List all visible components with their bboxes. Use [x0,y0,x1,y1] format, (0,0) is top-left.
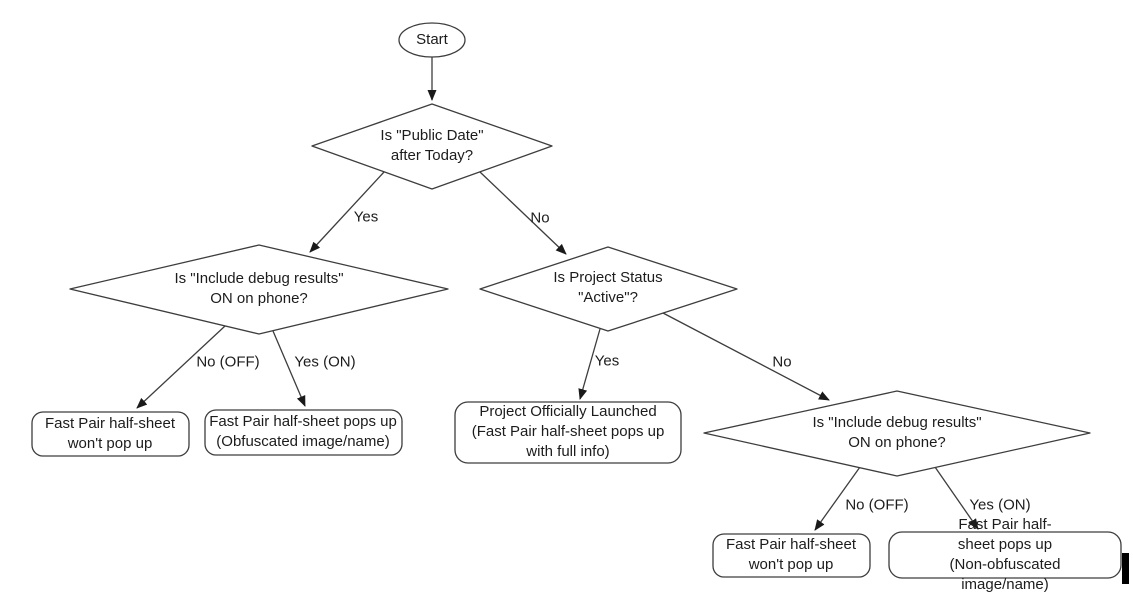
start-node-label: Start [416,31,448,48]
decision-public-date-label: Is "Public Date" after Today? [380,127,484,164]
result-no-popup-right-shape [712,533,871,578]
decision-public-date-shape [311,103,553,190]
result-launched-shape [454,401,682,464]
text-cursor [1122,553,1129,584]
result-no-popup-left-label: Fast Pair half-sheet won't pop up [44,415,176,452]
edge-debug-right-yes [934,466,979,530]
result-no-popup-left-shape [31,411,190,457]
result-launched-label: Project Officially Launched (Fast Pair h… [471,403,665,460]
edge-label-project-status-yes: Yes [594,352,620,370]
edge-debug-right-no [814,466,861,531]
edge-label-debug-right-no: No (OFF) [845,496,909,514]
edge-label-project-status-no: No [772,353,792,371]
decision-debug-right-shape [703,390,1091,477]
result-non-obfuscated-shape [888,531,1122,579]
edge-label-public-date-yes: Yes [353,208,379,226]
decision-project-status-shape [479,246,738,332]
edge-project-status-no [662,312,830,401]
start-node-shape [398,22,466,58]
edge-label-public-date-no: No [530,209,550,227]
edge-debug-left-no [136,325,226,409]
decision-debug-left-label: Is "Include debug results" ON on phone? [174,270,344,307]
result-non-obfuscated-label: Fast Pair half-sheet pops up (Non-obfusc… [949,516,1061,593]
edge-label-debug-left-no: No (OFF) [196,353,260,371]
edge-project-status-yes [578,328,601,400]
edge-public-date-no [479,171,567,255]
decision-debug-left-shape [69,244,449,335]
edge-public-date-yes [309,171,385,253]
result-obfuscated-shape [204,409,403,456]
edge-label-debug-left-yes: Yes (ON) [294,353,356,371]
result-obfuscated-label: Fast Pair half-sheet pops up (Obfuscated… [209,413,397,450]
result-no-popup-right-label: Fast Pair half-sheet won't pop up [725,536,857,573]
edge-label-debug-right-yes: Yes (ON) [969,496,1031,514]
edge-debug-left-yes [272,330,306,407]
decision-project-status-label: Is Project Status "Active"? [553,269,663,306]
decision-debug-right-label: Is "Include debug results" ON on phone? [812,414,982,451]
